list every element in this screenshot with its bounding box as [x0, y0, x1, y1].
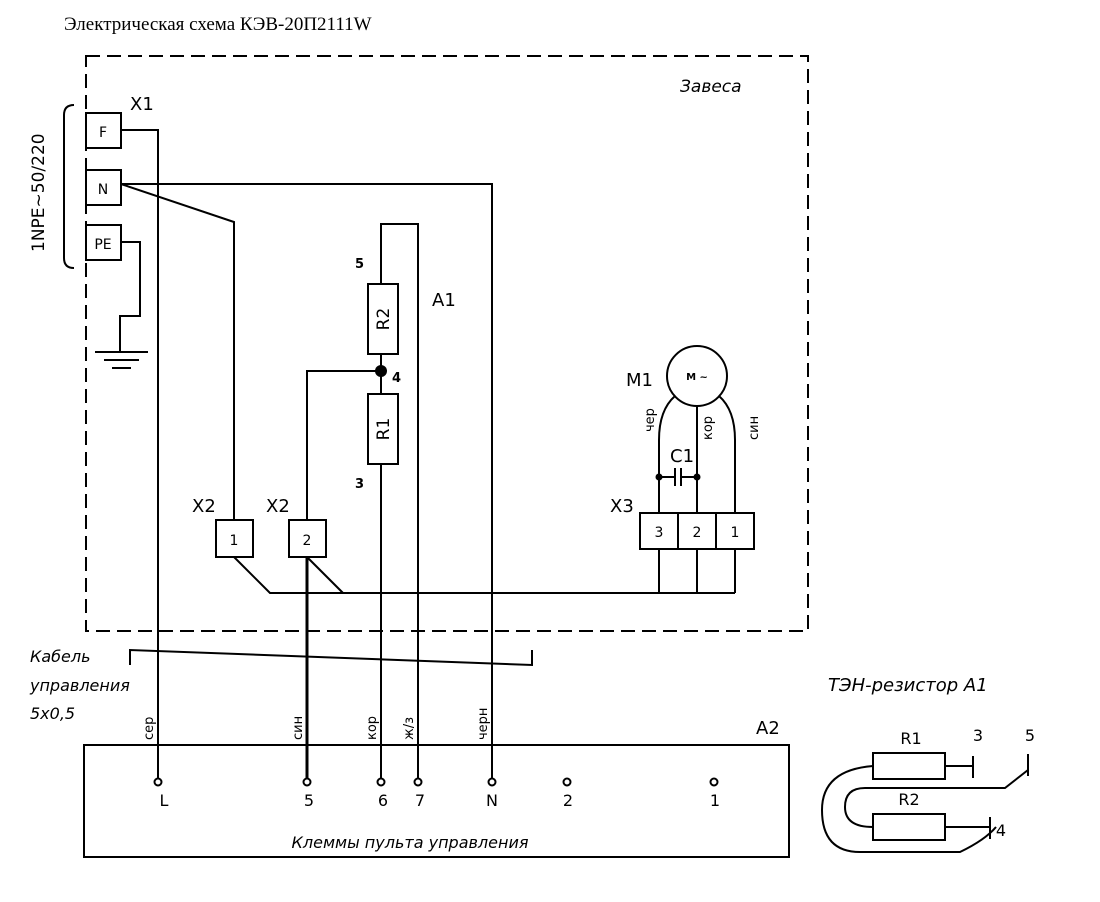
capacitor-label: C1 [670, 446, 694, 467]
motor-label: M1 [626, 370, 653, 391]
terminal-1-label: 1 [710, 791, 720, 810]
x1-terminal-n-label: N [98, 182, 108, 198]
x3-terminal-3-label: 3 [655, 525, 664, 541]
a1-r2-label: R2 [374, 308, 394, 331]
x2-terminal-2 [288, 519, 327, 558]
wire-a1-pin4-to-x2-2 [306, 370, 381, 520]
motor-wire-brown-label: кор [701, 416, 716, 440]
motor-wire-black [658, 395, 676, 513]
terminal-7 [413, 777, 423, 787]
wire-label-brown: кор [365, 716, 380, 740]
a1-resistor-r1 [367, 393, 399, 465]
wire-a1-pin5 [380, 223, 419, 780]
cable-bracket [129, 648, 533, 667]
x1-terminal-n [85, 169, 122, 206]
heater-detail-r2-label: R2 [898, 790, 919, 809]
heater-detail-title: ТЭН-резистор А1 [828, 675, 988, 696]
heater-detail-pin3-label: 3 [973, 726, 983, 745]
wire-n-to-n [121, 183, 493, 780]
wire-label-blue: син [291, 716, 306, 740]
heater-detail-pin4-label: 4 [996, 821, 1006, 840]
power-label: 1NPE~50/220 [29, 133, 49, 252]
a1-label: A1 [432, 290, 456, 311]
heater-detail-pin5-label: 5 [1025, 726, 1035, 745]
bus-wire-x2-2 [306, 556, 344, 594]
x3-terminal-2-label: 2 [693, 525, 702, 541]
heater-detail-r1 [872, 752, 946, 780]
terminal-l [153, 777, 163, 787]
terminal-l-label: L [160, 791, 169, 810]
x2-label-b: X2 [266, 496, 290, 517]
terminal-n [487, 777, 497, 787]
curtain-boundary [85, 55, 809, 632]
heater-detail-loop-outer [820, 765, 997, 853]
a1-pin5-label: 5 [355, 257, 364, 272]
x3-terminal-2 [677, 512, 717, 550]
x3-label: X3 [610, 496, 634, 517]
motor-wire-blue [718, 395, 736, 513]
curtain-label: Завеса [680, 77, 742, 97]
motor-symbol-text: M ~ [686, 372, 708, 383]
terminal-5-label: 5 [304, 791, 314, 810]
x2-label-a: X2 [192, 496, 216, 517]
a1-pin3-label: 3 [355, 477, 364, 492]
wire-label-yellow-green: ж/з [402, 717, 417, 740]
a1-r1-label: R1 [374, 418, 394, 441]
heater-detail-loop-inner [843, 769, 1029, 828]
cable-label-line2: управления [29, 676, 130, 695]
wire-label-black: черн [476, 708, 491, 740]
wire-n-to-x2-1 [120, 183, 235, 520]
motor-wire-blue-label: син [747, 416, 762, 440]
terminal-5 [302, 777, 312, 787]
terminal-n-label: N [486, 791, 498, 810]
x3-terminal-1 [715, 512, 755, 550]
terminal-6-label: 6 [378, 791, 388, 810]
a2-label: A2 [756, 718, 780, 739]
wire-f-to-l [121, 129, 159, 780]
terminal-2-label: 2 [563, 791, 573, 810]
heater-detail-r2 [872, 813, 946, 841]
x1-label: X1 [130, 94, 154, 115]
cable-label-line1: Кабель [30, 647, 91, 666]
terminal-2 [562, 777, 572, 787]
terminal-1 [709, 777, 719, 787]
heater-detail-r1-label: R1 [900, 729, 921, 748]
terminal-6 [376, 777, 386, 787]
a1-resistor-r2 [367, 283, 399, 355]
wire-label-grey: сер [142, 717, 157, 740]
power-brace [63, 104, 75, 269]
terminal-7-label: 7 [415, 791, 425, 810]
motor-wire-black-label: чер [643, 408, 658, 432]
a1-pin4-label: 4 [392, 371, 401, 386]
x1-terminal-pe-label: PE [94, 237, 111, 253]
bus-wire-x2-1 [233, 556, 735, 594]
diagram-title: Электрическая схема КЭВ-20П2111W [64, 14, 372, 35]
wire-pe-ground [119, 241, 141, 352]
x2-terminal-1-label: 1 [230, 533, 239, 549]
a2-caption: Клеммы пульта управления [292, 833, 529, 852]
a2-panel [83, 744, 790, 858]
x3-terminal-1-label: 1 [731, 525, 740, 541]
cable-label-line3: 5x0,5 [30, 704, 75, 723]
x1-terminal-f-label: F [99, 125, 107, 141]
x2-terminal-2-label: 2 [303, 533, 312, 549]
x3-terminal-3 [639, 512, 679, 550]
